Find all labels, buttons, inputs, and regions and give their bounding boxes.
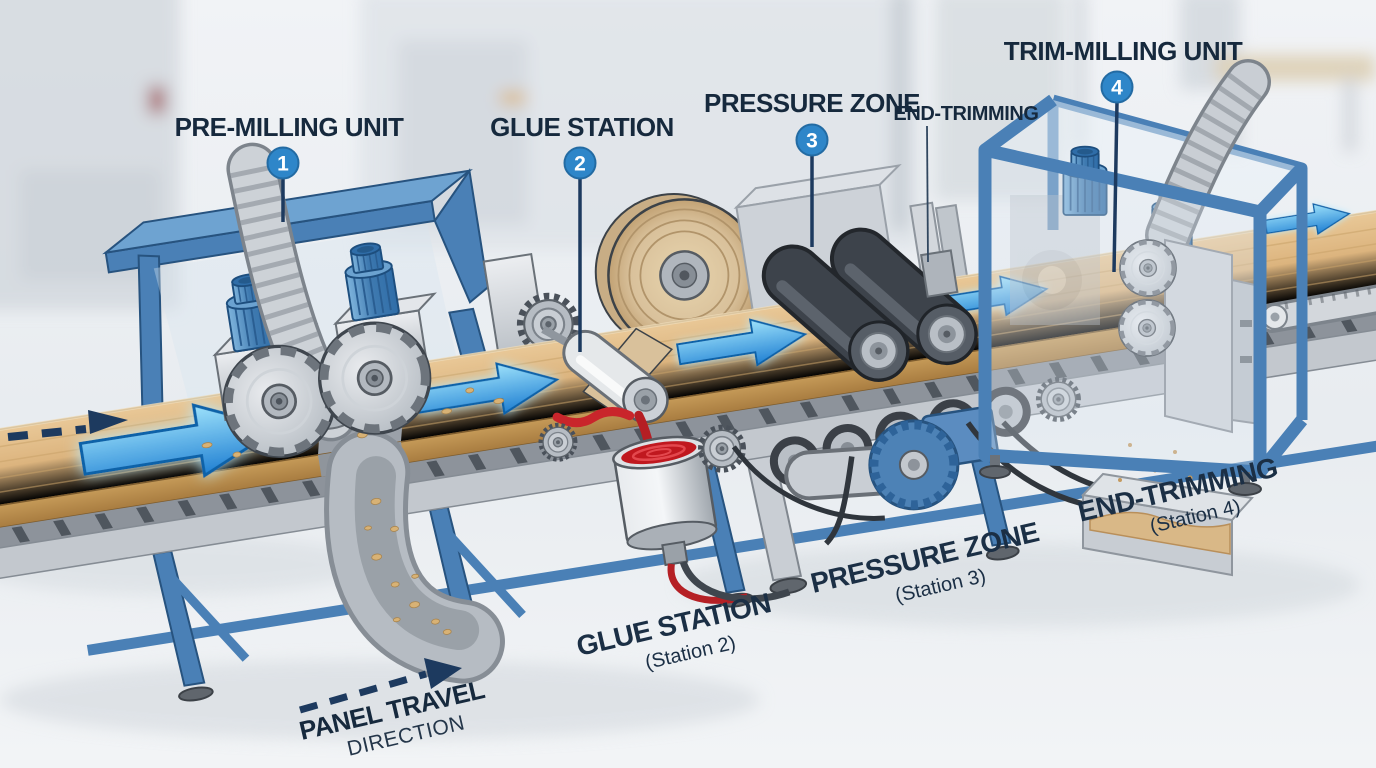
badge-3: 3 — [795, 123, 829, 157]
label-pressure: PRESSURE ZONE — [704, 88, 920, 118]
label-trimmilling: TRIM-MILLING UNIT — [1004, 36, 1243, 66]
glue-roller — [562, 329, 669, 424]
glue-bead — [552, 407, 635, 428]
roller-ticks — [0, 276, 1376, 556]
pressure-roller-front — [761, 244, 910, 382]
badge-1: 1 — [266, 146, 300, 180]
cable — [731, 445, 886, 521]
endtrim-box — [920, 249, 959, 298]
frame-right-post — [433, 168, 489, 304]
chip-chute — [324, 430, 505, 684]
badge-2-number: 2 — [574, 153, 586, 176]
glue-station — [523, 325, 886, 604]
cage-inner-ghost — [1010, 195, 1100, 325]
leader-line-endtrim — [926, 125, 929, 263]
callouts: 1 2 3 4 PRE-MILLING UNIT GLUE STATION PR… — [175, 36, 1281, 761]
sawdust-heap — [1089, 511, 1231, 555]
frame-bar — [86, 410, 1376, 656]
falling-chips — [364, 497, 452, 635]
premilling-unit — [187, 142, 455, 465]
trim-milling-unit — [978, 59, 1308, 577]
glue-pot — [612, 435, 791, 604]
label-endtrim-top: END-TRIMMING — [893, 103, 1038, 125]
badge-4-number: 4 — [1111, 77, 1123, 100]
cage-glass-top — [985, 100, 1302, 212]
badge-2: 2 — [563, 146, 597, 180]
cage-glass-front — [985, 150, 1260, 472]
label-glue: GLUE STATION — [490, 112, 674, 142]
leader-line-4 — [1112, 101, 1119, 273]
badge-3-number: 3 — [806, 130, 818, 153]
badge-4: 4 — [1100, 70, 1134, 104]
cage-dust-hose — [1145, 59, 1271, 258]
pot-fitting — [661, 540, 689, 567]
pressure-roller-rear — [829, 227, 978, 366]
saw-mount-plate — [1164, 238, 1261, 434]
badge-1-number: 1 — [277, 153, 289, 176]
cage-feet — [979, 455, 1262, 496]
dust-tray — [1080, 443, 1254, 577]
glue-tube-dark — [679, 560, 791, 603]
panel-travel-arrow — [299, 658, 462, 714]
cage-front-frame — [978, 94, 1308, 479]
entry-direction-arrow — [7, 410, 128, 441]
label-premilling: PRE-MILLING UNIT — [175, 112, 404, 142]
